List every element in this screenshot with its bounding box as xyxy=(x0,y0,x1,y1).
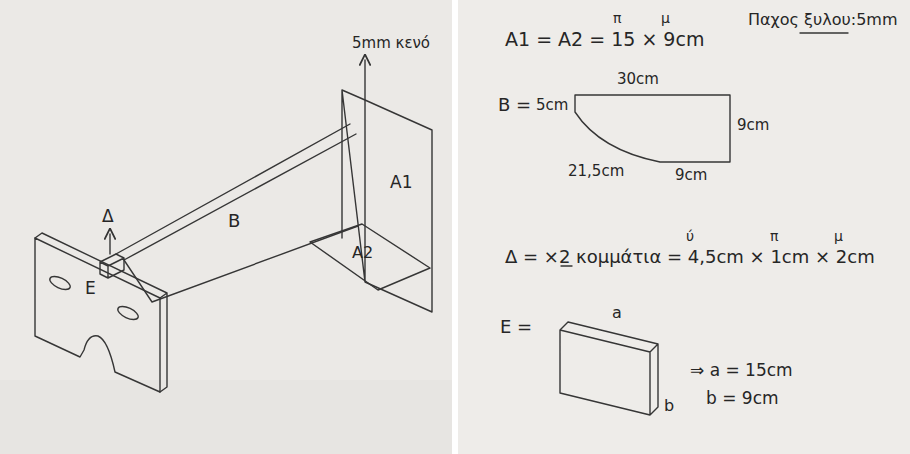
dimension-label: b xyxy=(664,398,674,415)
dimension-label: 5cm xyxy=(536,98,568,114)
part-label: B = xyxy=(498,96,531,115)
part-label: Δ xyxy=(102,208,114,226)
paper-sheet xyxy=(0,0,452,454)
dimension-label: a xyxy=(612,305,622,322)
dimension-text: ⇒ a = 15cm xyxy=(690,362,793,380)
base-plate xyxy=(310,224,430,290)
part-label: A2 xyxy=(352,245,373,262)
part-label: A1 xyxy=(390,174,412,192)
dimension-mark: μ xyxy=(661,11,670,26)
dimension-text: b = 9cm xyxy=(706,390,779,408)
spacer-block xyxy=(100,254,124,278)
dimension-mark: ύ xyxy=(686,229,694,244)
dimension-text: A1 = A2 = 15 × 9cm xyxy=(505,30,704,50)
dimension-mark: π xyxy=(613,11,621,26)
eye-hole xyxy=(116,304,140,322)
dimension-text: Δ = ×2 κομμάτια = 4,5cm × 1cm × 2cm xyxy=(505,248,875,267)
front-piece-outline xyxy=(560,322,658,415)
leader-arrow xyxy=(364,60,365,100)
paper-shade xyxy=(0,380,452,454)
back-plate xyxy=(342,90,432,312)
paper-sheet xyxy=(458,0,910,454)
dimension-mark: π xyxy=(770,229,778,244)
leader-arrow xyxy=(109,234,110,254)
dimension-label: 21,5cm xyxy=(568,164,624,180)
beam xyxy=(116,124,358,302)
dimension-label: 9cm xyxy=(675,168,707,184)
thickness-note: Παχος ξυλου:5mm xyxy=(748,12,898,29)
dimension-label: 30cm xyxy=(617,72,659,88)
underline xyxy=(800,32,848,33)
mask-plate-edge xyxy=(35,233,167,392)
part-label: E = xyxy=(500,318,532,337)
mask-plate xyxy=(35,238,160,392)
gap-note: 5mm κενό xyxy=(352,36,430,52)
dimension-label: 9cm xyxy=(737,118,769,134)
eye-hole xyxy=(48,274,72,292)
part-label: E xyxy=(85,280,96,298)
side-piece-outline xyxy=(575,95,730,162)
part-label: B xyxy=(228,212,240,231)
dimension-mark: μ xyxy=(834,229,843,244)
